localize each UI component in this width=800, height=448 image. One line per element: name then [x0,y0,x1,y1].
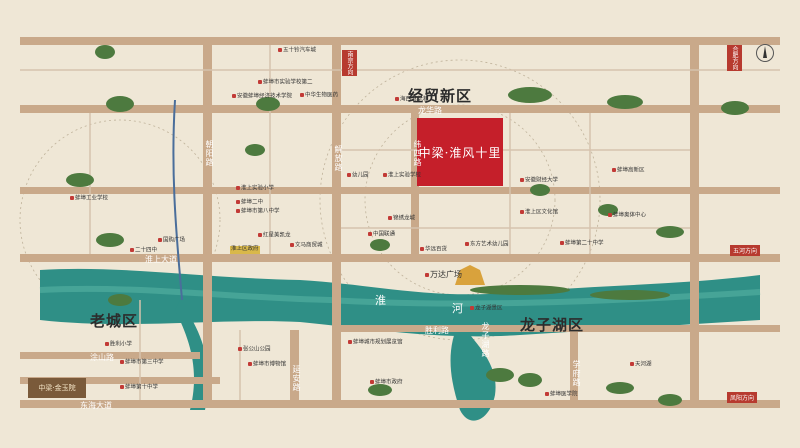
poi[interactable]: 蚌埠市实验学校第二 [258,80,313,86]
road-donghai: 东海大道 [80,401,112,410]
direction-hefei: 合肥方向 [727,45,742,71]
road-longzihu: 龙子湖路 [481,322,490,358]
poi[interactable]: 文马商贸城 [290,243,323,249]
direction-wuhe: 五河方向 [730,245,761,256]
poi[interactable]: 东方艺术幼儿园 [465,242,509,248]
poi[interactable]: 锦绣龙城 [388,216,415,222]
poi[interactable]: 二十四中 [130,248,157,254]
road-longhua: 龙华路 [418,106,442,115]
poi[interactable]: 中华生物医药 [300,93,338,99]
direction-fengyang: 凤阳方向 [727,392,758,403]
poi[interactable]: 安徽蚌埠经济技术学院 [232,94,292,100]
poi[interactable]: 红星美凯龙 [258,233,291,239]
poi[interactable]: 淮上实验小学 [236,186,274,192]
district-jingmao: 经贸新区 [408,87,473,105]
poi[interactable]: 蚌埠工业学校 [70,196,108,202]
road-tushan: 涂山路 [90,353,114,362]
poi[interactable]: 胜利小学 [105,342,132,348]
road-yanan: 延安路 [292,365,301,392]
direction-nanjing: 南京方向 [342,50,357,76]
poi[interactable]: 五十铃汽车城 [278,48,316,54]
district-longzihu: 龙子湖区 [520,316,585,334]
poi[interactable]: 天河湖 [630,362,652,368]
poi[interactable]: 龙子湖景区 [470,306,503,312]
road-chuyi: 纬四路 [413,140,422,167]
poi[interactable]: 国购广场 [158,238,185,244]
river-label-he: 河 [452,302,463,315]
poi[interactable]: 幼儿园 [347,173,369,179]
poi[interactable]: 蚌埠市第三中学 [120,360,164,366]
poi[interactable]: 淮上实验学校 [383,173,421,179]
poi[interactable]: 海西港华港 [395,97,428,103]
project-marker[interactable]: 中梁·淮风十里 [417,118,503,186]
poi[interactable]: 蚌埠第十中学 [120,385,158,391]
poi[interactable]: 蚌埠高新区 [612,168,645,174]
wanda-building [455,265,485,285]
poi[interactable]: 中国联通 [368,232,395,238]
poi[interactable]: 蚌埠二中 [236,200,263,206]
poi[interactable]: 华远百货 [420,247,447,253]
poi[interactable]: 蚌埠奥体中心 [608,213,646,219]
poi[interactable]: 蚌埠医学院 [545,392,578,398]
poi-wanda[interactable]: 万达广场 [425,271,462,279]
brand-logo: 中梁·金玉院 [28,378,86,398]
road-xuefu: 学府路 [572,360,581,387]
poi[interactable]: 蚌埠第二十中学 [560,241,604,247]
river-label-huai: 淮 [375,294,386,307]
road-jiefang: 解放路 [334,145,343,172]
poi[interactable]: 蚌埠市政府 [370,380,403,386]
poi[interactable]: 蚌埠城市规划展览馆 [348,340,403,346]
road-shengli: 胜利路 [425,326,449,335]
longzihu-lake [450,320,496,421]
poi[interactable]: 安徽财经大学 [520,178,558,184]
poi[interactable]: 张公山公园 [238,347,271,353]
poi[interactable]: 蚌埠市博物馆 [248,362,286,368]
road-chaoyang: 朝阳路 [205,140,214,167]
poi[interactable]: 淮上区文化馆 [520,210,558,216]
compass-icon [756,44,774,62]
poi[interactable]: 淮上区政府 [230,246,260,254]
poi[interactable]: 蚌埠市第八中学 [236,209,280,215]
district-laocheng: 老城区 [90,312,139,330]
road-huaishang: 淮上大道 [145,255,177,264]
